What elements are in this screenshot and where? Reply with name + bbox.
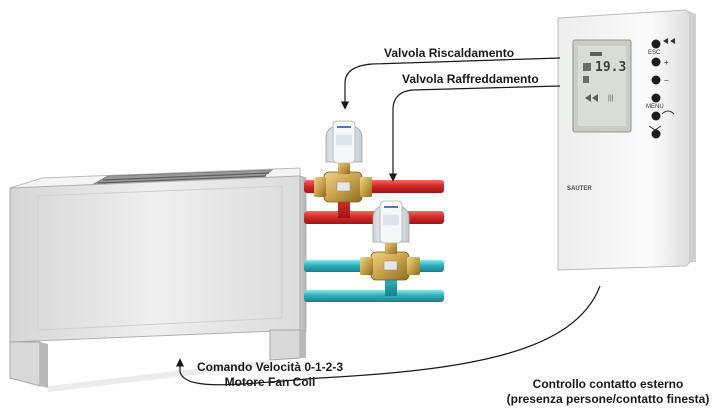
brand-logo: SAUTER [567,186,592,192]
lcd-temperature: 19.3 [595,60,626,75]
wires [175,57,601,386]
fan-speed-icon [663,38,675,44]
plus-button[interactable] [651,57,661,67]
check-icon [648,125,662,131]
lcd-display: ||| [572,39,632,133]
fan-speed-label-line1: Comando Velocità 0-1-2-3 [196,360,344,374]
mode-button[interactable] [651,129,661,139]
cold-return-pipe [304,290,444,302]
cooling-valve-wire [388,85,561,182]
button-icons: ESC + − MENU [646,38,675,131]
minus-button[interactable] [651,75,661,85]
arc-icon [661,110,675,115]
svg-text:|||: ||| [608,95,614,102]
cooling-valve [360,200,420,281]
plus-label: + [664,58,669,67]
heating-valve-wire [340,57,561,110]
fan-speed-wire [175,285,601,386]
fan-button[interactable] [651,111,661,121]
fan-coil-unit [9,167,307,392]
room-controller: ||| 19.3 ESC + − MENU SAUTER [557,9,696,271]
heating-valve-label: Valvola Riscaldamento [384,46,515,60]
esc-label: ESC [648,50,661,56]
minus-label: − [664,76,669,85]
heating-valve [314,120,372,203]
fan-speed-label-line2: Motore Fan Coil [224,375,316,389]
ext-contact-label-line2: (presenza persone/contatto finesta) [506,392,710,406]
esc-button[interactable] [651,39,661,49]
controller-buttons [651,39,661,139]
cooling-valve-label: Valvola Raffreddamento [402,72,539,86]
menu-label: MENU [646,104,664,110]
ext-contact-label-line1: Controllo contatto esterno [532,377,684,391]
menu-button[interactable] [651,93,661,103]
